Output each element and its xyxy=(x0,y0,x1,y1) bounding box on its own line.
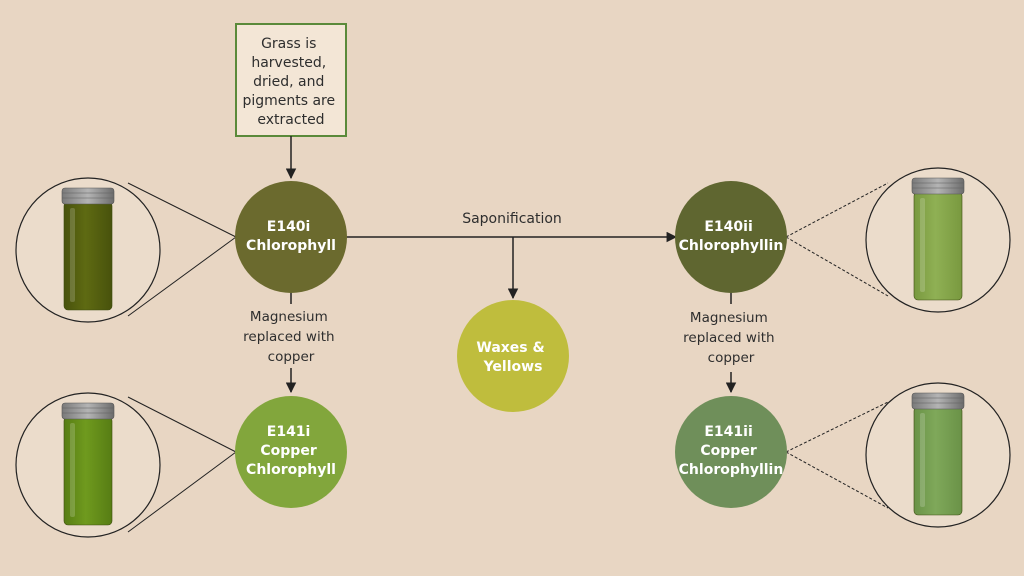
node-line: Chlorophyllin xyxy=(679,238,784,254)
node-line: Yellows xyxy=(483,359,543,375)
saponification-label: Saponification xyxy=(462,211,562,227)
node-line: Copper xyxy=(700,443,756,459)
edge-line: replaced with xyxy=(683,330,774,346)
callout-line xyxy=(127,236,237,317)
jar-chlorophyllin xyxy=(865,167,1011,313)
callout-line xyxy=(127,182,237,238)
node-copper-chlorophyllin: E141ii Copper Chlorophyllin xyxy=(675,396,787,508)
jar-highlight xyxy=(70,423,75,517)
node-circle xyxy=(235,396,347,508)
callout-line xyxy=(785,182,889,238)
callout-line xyxy=(127,451,237,533)
node-line: E141ii xyxy=(704,424,752,440)
node-chlorophyllin: E140ii Chlorophyllin xyxy=(675,181,787,293)
jar-callouts xyxy=(15,167,1011,538)
jar-lid-icon xyxy=(911,392,965,410)
node-line: Chlorophyll xyxy=(246,238,336,254)
node-circle xyxy=(235,181,347,293)
jar-chlorophyll xyxy=(15,177,161,323)
jar-lid-icon xyxy=(61,402,115,420)
magnesium-right-label: Magnesium replaced with copper xyxy=(683,310,779,366)
jar-highlight xyxy=(920,413,925,507)
source-line: Grass is xyxy=(261,36,316,52)
source-line: pigments are xyxy=(242,93,335,109)
node-label: E141i Copper Chlorophyll xyxy=(246,424,336,478)
edge-line: Magnesium xyxy=(250,309,328,325)
magnesium-left-label: Magnesium replaced with copper xyxy=(243,309,339,365)
node-line: Copper xyxy=(260,443,316,459)
node-line: E141i xyxy=(267,424,311,440)
edge-line: copper xyxy=(268,349,315,365)
callout-line xyxy=(127,396,237,453)
source-box: Grass is harvested, dried, and pigments … xyxy=(235,23,347,137)
jar-highlight xyxy=(920,198,925,292)
jar-lid-icon xyxy=(911,177,965,195)
node-line: E140ii xyxy=(704,219,752,235)
node-chlorophyll: E140i Chlorophyll xyxy=(235,181,347,293)
jar-copper-chlorophyll xyxy=(15,392,161,538)
node-line: E140i xyxy=(267,219,311,235)
node-waxes-yellows: Waxes & Yellows xyxy=(457,300,569,412)
callout-line xyxy=(785,451,889,509)
node-line: Chlorophyllin xyxy=(679,462,784,478)
node-copper-chlorophyll: E141i Copper Chlorophyll xyxy=(235,396,347,508)
source-box-border xyxy=(235,23,347,137)
connectors xyxy=(127,136,889,533)
node-circle xyxy=(675,181,787,293)
source-line: harvested, xyxy=(251,55,326,71)
edge-line: replaced with xyxy=(243,329,334,345)
node-circle xyxy=(457,300,569,412)
node-label: Waxes & Yellows xyxy=(476,340,549,375)
node-label: E140i Chlorophyll xyxy=(246,219,336,254)
callout-line xyxy=(785,401,889,453)
jar-highlight xyxy=(70,208,75,302)
jar-lid-icon xyxy=(61,187,115,205)
jar-copper-chlorophyllin xyxy=(865,382,1011,528)
node-label: E141ii Copper Chlorophyllin xyxy=(679,424,784,478)
edge-line: Magnesium xyxy=(690,310,768,326)
node-circle xyxy=(675,396,787,508)
node-line: Waxes & xyxy=(476,340,544,356)
source-line: extracted xyxy=(257,112,324,128)
source-line: dried, and xyxy=(253,74,324,90)
edge-line: copper xyxy=(708,350,755,366)
node-label: E140ii Chlorophyllin xyxy=(679,219,784,254)
node-line: Chlorophyll xyxy=(246,462,336,478)
source-box-text: Grass is harvested, dried, and pigments … xyxy=(242,36,339,128)
